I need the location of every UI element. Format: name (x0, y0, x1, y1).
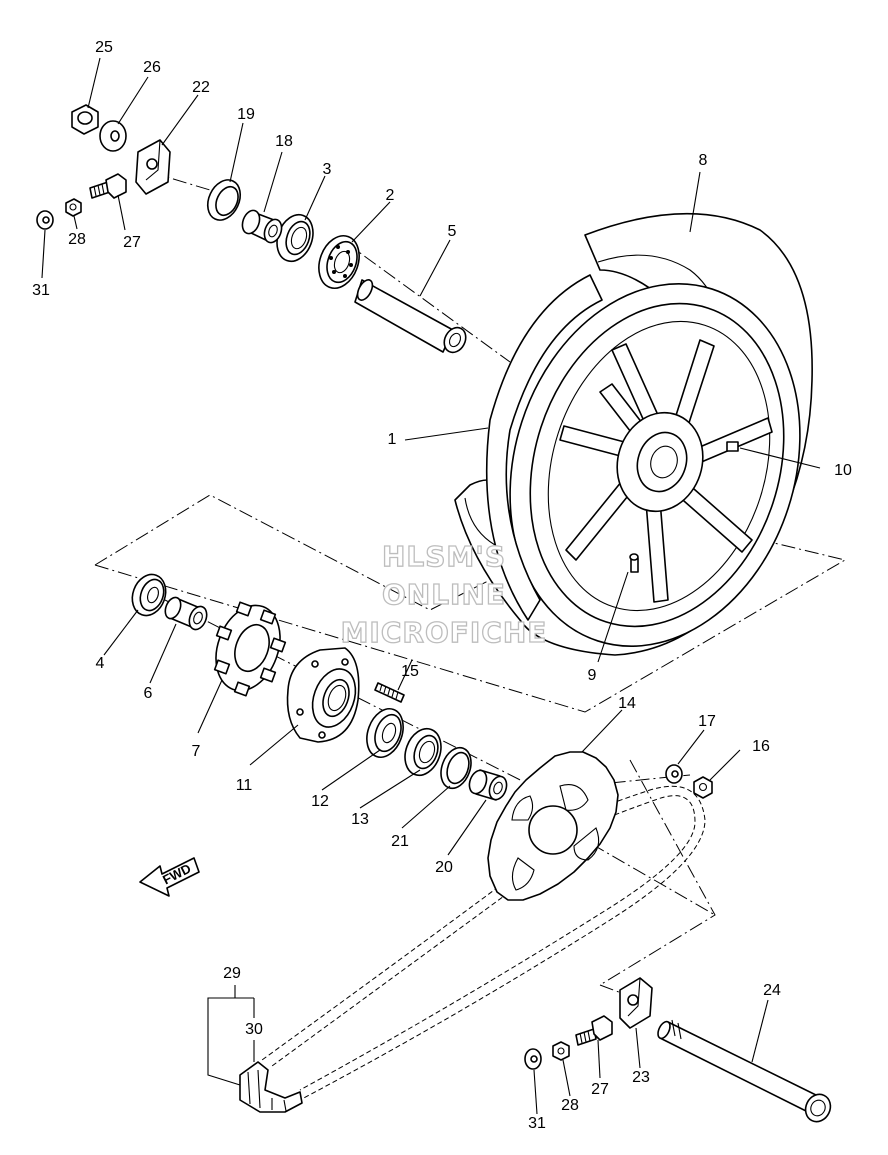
lock-nut-28-upper[interactable] (65, 198, 82, 217)
callout-20[interactable]: 20 (435, 859, 453, 876)
balance-weight[interactable] (726, 441, 739, 452)
callout-31-lower[interactable]: 31 (528, 1115, 546, 1132)
callout-15[interactable]: 15 (401, 663, 419, 680)
wheel-spokes (559, 339, 773, 603)
callout-18[interactable]: 18 (275, 133, 293, 150)
callout-30[interactable]: 30 (245, 1021, 263, 1038)
watermark-line-2: ONLINE (382, 578, 506, 611)
watermark-line-1: HLSM'S (382, 540, 506, 573)
callout-10[interactable]: 10 (834, 462, 852, 479)
callout-21[interactable]: 21 (391, 833, 409, 850)
callout-27-upper[interactable]: 27 (123, 234, 141, 251)
callout-24[interactable]: 24 (763, 982, 781, 999)
watermark-line-3: MICROFICHE (341, 616, 548, 649)
callout-23[interactable]: 23 (632, 1069, 650, 1086)
chain-puller-23[interactable] (619, 977, 653, 1029)
collar-6[interactable] (162, 595, 210, 632)
washer-31-lower[interactable] (524, 1048, 542, 1070)
drive-chain[interactable] (239, 785, 706, 1113)
dust-cover-19[interactable] (202, 175, 247, 226)
sprocket-hub-11[interactable] (286, 647, 364, 743)
collar-20[interactable] (466, 768, 509, 802)
callout-29[interactable]: 29 (223, 965, 241, 982)
callout-19[interactable]: 19 (237, 106, 255, 123)
circlip-21[interactable] (436, 743, 477, 792)
stud-bolt-15[interactable] (374, 682, 405, 703)
callout-17[interactable]: 17 (698, 713, 716, 730)
callout-8[interactable]: 8 (699, 152, 708, 169)
collar-18[interactable] (239, 208, 284, 245)
callout-numbers: 1 2 3 4 5 6 7 8 9 10 11 12 13 14 15 16 1… (32, 39, 852, 1132)
callout-28-upper[interactable]: 28 (68, 231, 86, 248)
callout-31-upper[interactable]: 31 (32, 282, 50, 299)
bearing-2[interactable] (312, 230, 366, 294)
lock-nut-28-lower[interactable] (552, 1041, 570, 1061)
oil-seal-3[interactable] (271, 210, 319, 267)
callout-6[interactable]: 6 (144, 685, 153, 702)
oil-seal-13[interactable] (399, 724, 447, 781)
adjusting-bolt-27-lower[interactable] (575, 1015, 613, 1046)
callout-13[interactable]: 13 (351, 811, 369, 828)
sprocket-nut-16[interactable] (693, 776, 713, 799)
bearing-12[interactable] (360, 704, 409, 763)
callout-25[interactable]: 25 (95, 39, 113, 56)
adjusting-bolt-27-upper[interactable] (89, 173, 127, 199)
callout-11[interactable]: 11 (236, 777, 253, 794)
callout-7[interactable]: 7 (192, 743, 201, 760)
rear-axle-24[interactable] (656, 1019, 835, 1126)
callout-22[interactable]: 22 (192, 79, 210, 96)
forward-direction-arrow: FWD (139, 857, 200, 897)
washer-31-upper[interactable] (36, 210, 54, 230)
bearing-4[interactable] (127, 570, 171, 620)
callout-26[interactable]: 26 (143, 59, 161, 76)
collar-sleeve[interactable] (354, 277, 470, 356)
washer-17[interactable] (665, 764, 683, 784)
callout-12[interactable]: 12 (311, 793, 329, 810)
wheel-rim[interactable] (465, 246, 846, 684)
callout-2[interactable]: 2 (386, 187, 395, 204)
callout-27-lower[interactable]: 27 (591, 1081, 609, 1098)
callout-28-lower[interactable]: 28 (561, 1097, 579, 1114)
callout-14[interactable]: 14 (618, 695, 636, 712)
washer-26[interactable] (99, 120, 127, 152)
chain-puller-22[interactable] (135, 139, 171, 195)
watermark: HLSM'S ONLINE MICROFICHE (340, 539, 548, 649)
leader-lines (41, 57, 821, 1115)
tire-valve[interactable] (629, 553, 639, 573)
axle-nut-25[interactable] (71, 104, 99, 135)
callout-4[interactable]: 4 (96, 655, 105, 672)
hub-damper-7[interactable] (205, 596, 291, 699)
callout-1[interactable]: 1 (388, 431, 397, 448)
callout-9[interactable]: 9 (588, 667, 597, 684)
callout-3[interactable]: 3 (323, 161, 332, 178)
callout-5[interactable]: 5 (448, 223, 457, 240)
rear-sprocket-14[interactable] (487, 751, 619, 901)
callout-16[interactable]: 16 (752, 738, 770, 755)
